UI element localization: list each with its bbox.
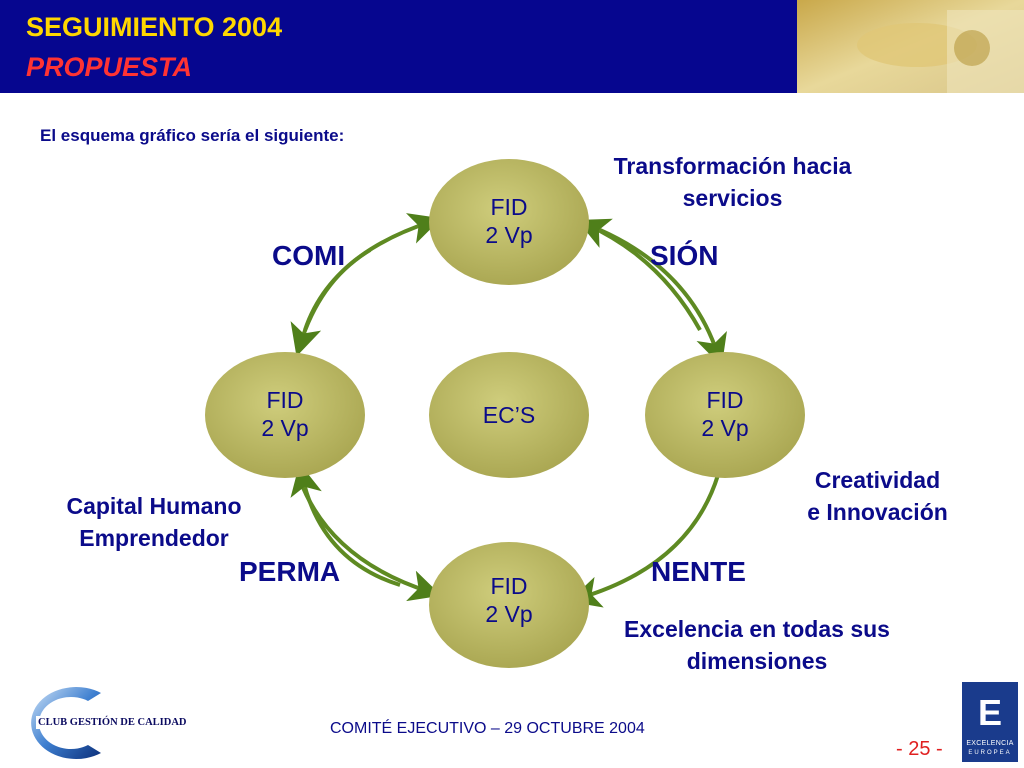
node-top-line1: FID (490, 194, 528, 220)
node-bottom-line2: 2 Vp (485, 601, 533, 627)
node-left-line1: FID (266, 387, 304, 413)
header-decorative-photo (797, 0, 1024, 93)
excelencia-europea-logo: E EXCELENCIA EUROPEA (962, 682, 1018, 762)
page-number: - 25 - (896, 738, 943, 760)
annotation-capital-line1: Capital Humano (66, 493, 242, 519)
footer-meeting-text: COMITÉ EJECUTIVO – 29 OCTUBRE 2004 (330, 720, 645, 737)
arrow-top-to-right (599, 228, 727, 367)
annotation-transformacion: Transformación hacia servicios (580, 150, 885, 214)
node-center-text: EC’S (482, 402, 536, 428)
word-label-nente: NENTE (651, 556, 746, 587)
annotation-creatividad-line2: e Innovación (807, 499, 948, 525)
arrow-bottom-to-left (290, 463, 401, 587)
node-bottom-line1: FID (490, 573, 528, 599)
annotation-capital-line2: Emprendedor (79, 525, 229, 551)
word-label-sion: SIÓN (650, 240, 719, 271)
word-label-perma: PERMA (239, 556, 341, 587)
arrow-left-to-top (303, 213, 442, 331)
excelencia-logo-letter: E (977, 692, 1002, 733)
node-right-line2: 2 Vp (701, 415, 749, 441)
header-bar: SEGUIMIENTO 2004 PROPUESTA (0, 0, 1024, 93)
excelencia-logo-word2: EUROPEA (968, 750, 1012, 756)
node-top-text: FID 2 Vp (439, 193, 579, 249)
node-left-text: FID 2 Vp (215, 386, 355, 442)
node-right-text: FID 2 Vp (655, 386, 795, 442)
arrow-right-to-bottom (568, 474, 720, 608)
annotation-creatividad: Creatividad e Innovación (785, 464, 970, 528)
annotation-excelencia-line2: dimensiones (686, 648, 828, 674)
annotation-transformacion-line1: Transformación hacia (613, 153, 852, 179)
node-center (429, 352, 589, 478)
club-logo-text: CLUB GESTIÓN DE CALIDAD (36, 716, 189, 729)
word-label-comi: COMI (272, 240, 346, 271)
node-left-line2: 2 Vp (261, 415, 309, 441)
annotation-creatividad-line1: Creatividad (814, 467, 941, 493)
node-bottom-text: FID 2 Vp (439, 572, 579, 628)
node-top-line2: 2 Vp (485, 222, 533, 248)
node-right-line1: FID (706, 387, 744, 413)
arrow-group (290, 213, 727, 608)
page-subtitle: PROPUESTA (26, 52, 193, 82)
annotation-excelencia-line1: Excelencia en todas sus (624, 616, 890, 642)
node-bottom (429, 542, 589, 668)
arrow-right-to-top (577, 218, 702, 331)
annotation-transformacion-line2: servicios (682, 185, 783, 211)
page-title: SEGUIMIENTO 2004 (26, 12, 283, 42)
node-top (429, 159, 589, 285)
annotation-excelencia: Excelencia en todas sus dimensiones (588, 613, 926, 677)
node-left (205, 352, 365, 478)
annotation-capital-humano: Capital Humano Emprendedor (38, 490, 270, 554)
node-right (645, 352, 805, 478)
club-gestion-calidad-logo (31, 687, 101, 759)
intro-text: El esquema gráfico sería el siguiente: (40, 126, 345, 145)
excelencia-logo-word: EXCELENCIA (966, 740, 1014, 747)
